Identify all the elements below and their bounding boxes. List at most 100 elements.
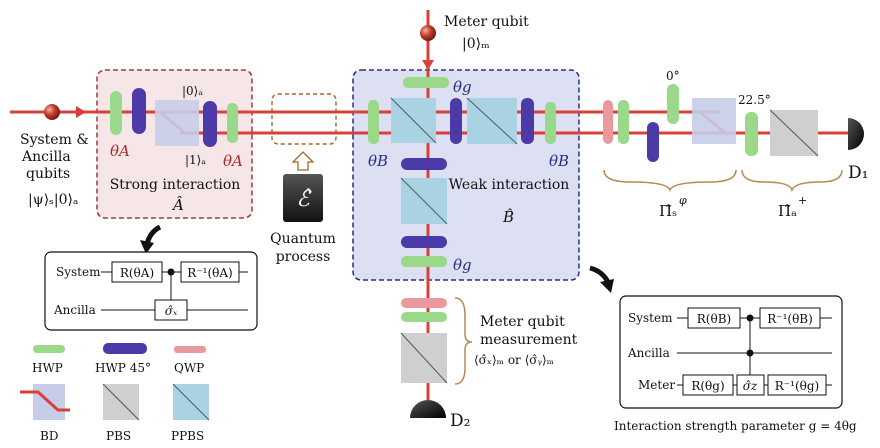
hwp45-strong-left [132,88,146,134]
legend-hwp-swatch [33,345,65,353]
hwp-strong-left-1 [110,91,122,135]
theta-b-left: θB [368,152,388,170]
bd-measure [692,98,736,144]
process-box-icon [283,174,323,222]
legend-hwp45-swatch [103,343,147,354]
theta-a-right: θA [223,152,243,170]
channel-symbol: ℰ̂ [296,187,312,212]
circuit-a-gate-rinv-label: R⁻¹(θA) [187,266,232,280]
theta-g-top: θg [453,78,472,96]
circuit-b-gate-rb-label: R(θB) [697,312,731,326]
ppbs-weak-right-diagonal [466,97,518,145]
legend-ppbs-diagonal [172,383,210,421]
bd-strong [155,100,199,146]
weak-interaction-label: Weak interaction [449,177,570,193]
circuit-a-ancilla-label: Ancilla [53,303,96,317]
ppbs-weak-top-diagonal [390,97,437,144]
qwp-measure [603,100,613,144]
strong-interaction-label: Strong interaction [110,177,241,193]
brace-pi-s [603,169,737,193]
brace-meter [454,297,473,385]
d2-label: D₂ [450,411,470,431]
circuit-b-gate-rginv-label: R⁻¹(θg) [775,379,819,393]
circuit-b-gate-rb [687,307,741,329]
meter-source-dot [420,25,436,41]
hwp-measure-225 [745,112,758,156]
hwp45-measure [647,122,659,162]
meter-state-label: |0⟩ₘ [462,36,490,52]
legend-qwp-label: QWP [174,361,204,375]
system-label-3: qubits [26,166,70,182]
quantum-label: Quantum [270,231,336,247]
circuit-b-gate-rg-label: R(θg) [691,379,724,393]
curved-arrow-left-head [140,240,154,254]
meter-meas-label-3: ⟨σ̂ₓ⟩ₘ or ⟨σ̂ᵧ⟩ₘ [474,353,554,367]
angle-0-label: 0° [666,69,680,83]
ket0a-label: |0⟩ₐ [182,84,203,98]
circuit-a-gate-sigmax [154,299,188,321]
hwp-weak-right [545,102,556,144]
input-source-dot [44,104,60,120]
detector-d2 [410,400,446,418]
meter-beam-arrow [422,60,434,70]
b-hat-label: B̂ [502,208,514,226]
input-beam-arrow [76,106,86,118]
hwp-measure-0deg [667,84,679,124]
circuit-a-gate-rinv [180,261,240,283]
hwp-meter [401,312,447,322]
circuit-b-system-label: System [628,311,673,325]
circuit-b: System Ancilla Meter R(θB) R⁻¹(θB) R(θg)… [619,295,843,409]
weak-interaction-box [352,69,580,281]
meter-qubit-label: Meter qubit [444,14,529,30]
curved-arrow-right [589,265,611,284]
hwp-strong-right [227,103,238,143]
ppbs-weak-vertical-diagonal [400,177,448,225]
circuit-b-gate-rg [682,374,734,396]
circuit-b-ancilla-label: Ancilla [627,346,670,360]
hwp45-weak-vertical-bottom [401,236,447,248]
circuit-b-gate-rbinv-label: R⁻¹(θB) [767,312,813,326]
brace-pi-a [741,169,843,193]
circuit-a-system-label: System [56,265,101,279]
hwp45-weak-mid [450,98,462,144]
hwp45-strong-right [203,101,217,147]
theta-g-bottom: θg [453,256,472,274]
pi-s-label: Π̂ₛ [659,202,677,220]
quantum-process-box [271,93,337,145]
meter-meas-label-1: Meter qubit [480,314,565,330]
circuit-b-gate-rginv [767,374,827,396]
legend: HWP HWP 45° QWP BD PBS PPBS [20,343,210,443]
legend-qwp-swatch [174,346,206,353]
system-state-label: |ψ⟩ₛ|0⟩ₐ [28,192,79,208]
detector-d1 [848,118,864,150]
curved-arrow-right-head [600,279,614,293]
process-arrow-icon [291,151,315,171]
hwp-theta-g-top [403,77,449,88]
ket1a-label: |1⟩ₐ [185,153,206,167]
hwp-measure-1 [618,100,629,144]
pi-a-superscript: + [798,194,807,207]
pbs-measure-diagonal [769,109,819,157]
legend-bd-label: BD [40,429,58,443]
legend-pbs-diagonal [102,383,140,421]
circuit-b-gate-sigmaz-label: σ̂z [743,379,758,393]
circuit-a: System Ancilla R(θA) R⁻¹(θA) σ̂ₓ [44,251,258,331]
curved-arrow-left [144,224,162,245]
legend-pbs-label: PBS [106,429,131,443]
circuit-b-gate-rbinv [759,307,821,329]
hwp45-weak-right [521,98,534,144]
legend-hwp-label: HWP [32,361,63,375]
legend-bd-beam [20,390,70,412]
hwp-theta-g-bottom [401,256,447,267]
system-label-2: Ancilla [21,149,71,165]
d1-label: D₁ [848,163,868,183]
angle-225-label: 22.5° [738,93,771,107]
pi-s-superscript: φ [679,194,687,207]
interaction-strength-label: Interaction strength parameter g = 4θg [614,419,857,433]
legend-hwp45-label: HWP 45° [95,361,151,375]
circuit-a-gate-r-label: R(θA) [120,266,154,280]
a-hat-label: Â [171,196,184,214]
hwp45-weak-vertical-top [401,158,447,170]
circuit-b-gate-sigmaz [736,374,765,396]
circuit-b-meter-label: Meter [638,378,675,392]
